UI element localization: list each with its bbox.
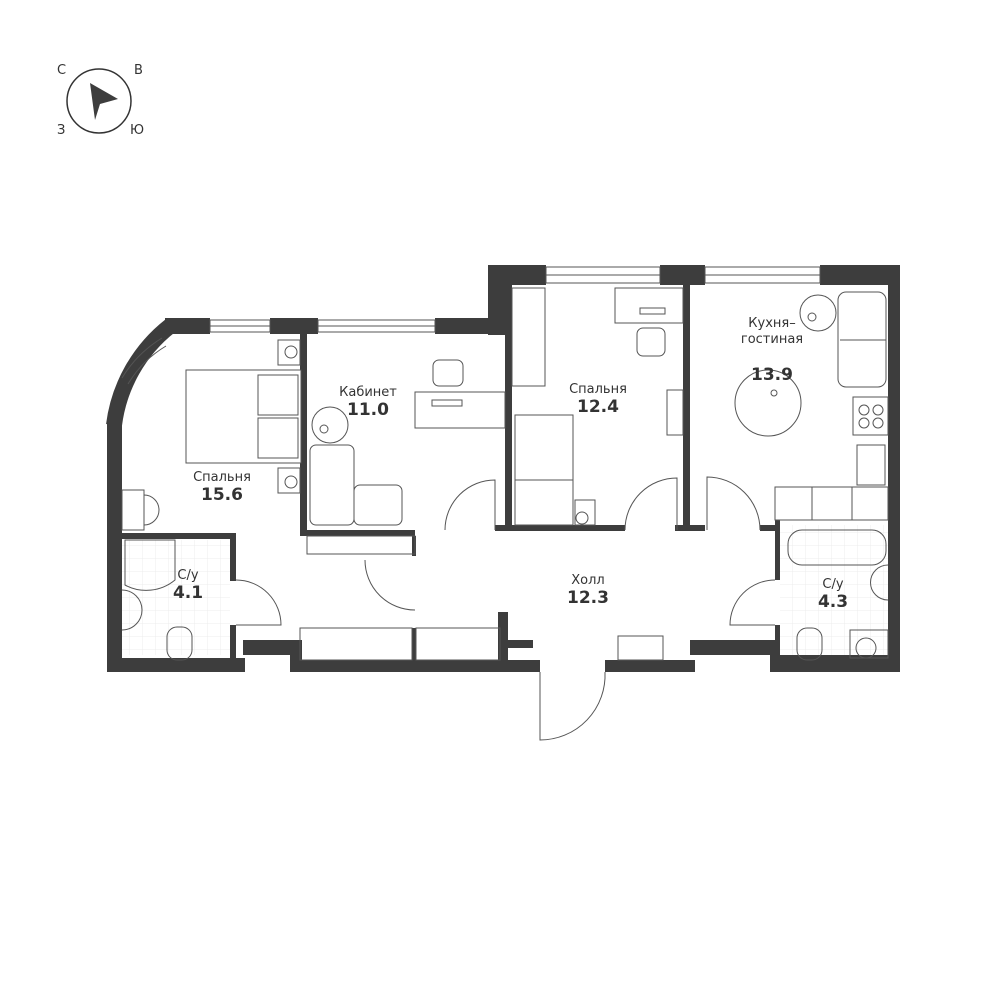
windows (121, 266, 821, 385)
doors (235, 476, 776, 741)
room-name: С/у (822, 577, 844, 592)
room-area: 11.0 (347, 400, 389, 420)
room-bedroom-2: Спальня 12.4 (569, 382, 627, 417)
room-area: 13.9 (751, 365, 793, 385)
room-kitchen-living: Кухня– гостиная 13.9 (741, 300, 803, 402)
room-area: 4.3 (817, 592, 849, 612)
walls (106, 265, 900, 672)
compass (66, 68, 132, 134)
compass-arrow-icon (90, 83, 118, 120)
room-name: Кабинет (339, 385, 397, 400)
room-study: Кабинет 11.0 (339, 385, 397, 420)
room-name: Холл (571, 573, 605, 588)
room-area: 12.4 (577, 397, 619, 417)
room-area: 15.6 (201, 485, 243, 505)
room-name: Кухня– гостиная (740, 316, 804, 347)
room-area: 12.3 (567, 588, 609, 608)
room-hall: Холл 12.3 (567, 573, 609, 608)
room-bathroom-1: С/у 4.1 (173, 568, 203, 603)
furniture (121, 287, 889, 661)
compass-east-label: В (134, 63, 143, 78)
room-name: С/у (177, 568, 199, 583)
compass-west-label: З (57, 123, 66, 138)
room-bathroom-2: С/у 4.3 (818, 577, 848, 612)
room-area: 4.1 (172, 583, 204, 603)
room-name: Спальня (569, 382, 627, 397)
room-bedroom-1: Спальня 15.6 (193, 470, 251, 505)
compass-north-label: С (57, 63, 67, 78)
compass-south-label: Ю (130, 123, 145, 138)
room-name: Спальня (193, 470, 251, 485)
